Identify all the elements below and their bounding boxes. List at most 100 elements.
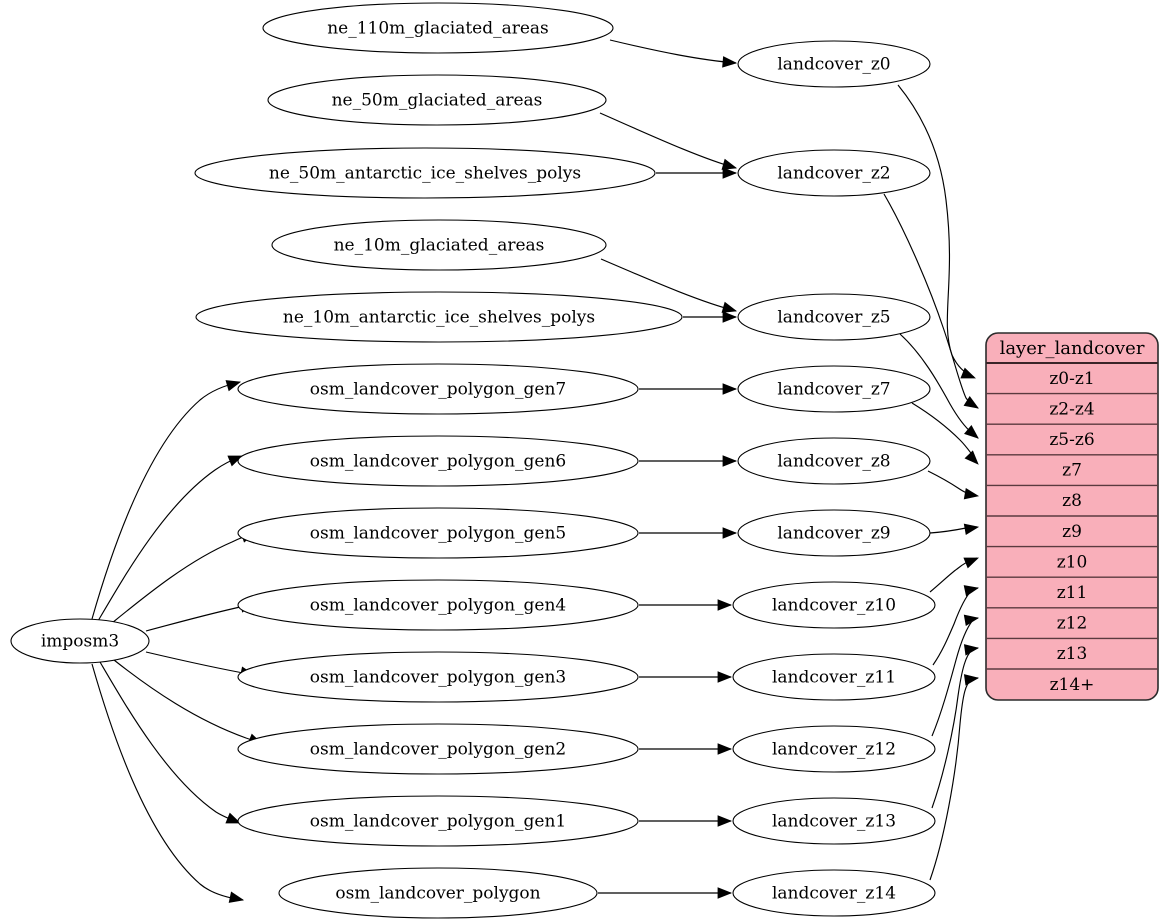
node-landcover_z12[interactable]: landcover_z12 <box>732 725 936 773</box>
node-label-landcover_z0: landcover_z0 <box>777 55 890 75</box>
layer-table-row-label-row-z9: z9 <box>1062 522 1082 542</box>
node-landcover_z0[interactable]: landcover_z0 <box>737 40 931 88</box>
node-osm_landcover_polygon_gen4[interactable]: osm_landcover_polygon_gen4 <box>237 579 639 631</box>
arrowhead-icon <box>964 424 979 439</box>
layer-table-row-z13[interactable]: z13 <box>986 637 1158 669</box>
layer-table-row-z11[interactable]: z11 <box>986 576 1158 608</box>
node-shape-landcover_z12 <box>732 725 936 773</box>
arrowhead-icon <box>717 815 733 827</box>
node-label-landcover_z13: landcover_z13 <box>772 812 896 832</box>
layer-table-row-label-row-z14-plus: z14+ <box>1050 675 1095 695</box>
layer-table-row-label-row-z7: z7 <box>1062 461 1082 481</box>
node-landcover_z10[interactable]: landcover_z10 <box>732 581 936 629</box>
edge-landcover_z11-to-row-z11 <box>932 587 979 666</box>
node-ne_110m_glaciated_areas[interactable]: ne_110m_glaciated_areas <box>262 2 614 54</box>
node-shape-ne_50m_glaciated_areas <box>267 74 607 126</box>
layer-table-row-z9[interactable]: z9 <box>986 515 1158 547</box>
node-label-osm_landcover_polygon_gen5: osm_landcover_polygon_gen5 <box>310 524 566 544</box>
arrowhead-triangle <box>722 455 738 467</box>
edge-imposm3-to-osm_landcover_polygon_gen1 <box>99 661 241 824</box>
arrowhead-triangle <box>963 557 979 569</box>
node-ne_50m_glaciated_areas[interactable]: ne_50m_glaciated_areas <box>267 74 607 126</box>
node-landcover_z14[interactable]: landcover_z14 <box>732 869 936 917</box>
node-landcover_z8[interactable]: landcover_z8 <box>737 437 931 485</box>
layer-table-row-z14-plus[interactable]: z14+ <box>986 668 1158 700</box>
edge-landcover_z14-to-row-z14-plus <box>929 677 979 881</box>
arrowhead-icon <box>722 455 738 467</box>
layer-table-row-z7[interactable]: z7 <box>986 454 1158 486</box>
arrowhead-icon <box>722 383 738 395</box>
node-ne_10m_glaciated_areas[interactable]: ne_10m_glaciated_areas <box>271 219 607 271</box>
layer-landcover-table[interactable]: layer_landcoverz0-z1z2-z4z5-z6z7z8z9z10z… <box>985 332 1159 701</box>
layer-table-row-z12[interactable]: z12 <box>986 607 1158 639</box>
node-ne_50m_antarctic_ice_shelves_polys[interactable]: ne_50m_antarctic_ice_shelves_polys <box>194 147 656 199</box>
node-shape-ne_50m_antarctic_ice_shelves_polys <box>194 147 656 199</box>
layer-table-row-z5-z6[interactable]: z5-z6 <box>986 423 1158 455</box>
node-osm_landcover_polygon_gen7[interactable]: osm_landcover_polygon_gen7 <box>237 363 639 415</box>
node-label-ne_110m_glaciated_areas: ne_110m_glaciated_areas <box>327 19 549 39</box>
node-shape-osm_landcover_polygon_gen4 <box>237 579 639 631</box>
layer-table-row-z0-z1[interactable]: z0-z1 <box>986 363 1158 394</box>
node-label-landcover_z7: landcover_z7 <box>777 380 890 400</box>
arrowhead-icon <box>963 614 980 627</box>
arrowhead-triangle <box>963 395 979 409</box>
node-label-ne_10m_antarctic_ice_shelves_polys: ne_10m_antarctic_ice_shelves_polys <box>283 308 595 328</box>
arrowhead-icon <box>963 585 980 597</box>
node-landcover_z2[interactable]: landcover_z2 <box>737 149 931 197</box>
arrowhead-triangle <box>721 158 738 170</box>
arrowhead-icon <box>717 887 733 899</box>
node-label-ne_10m_glaciated_areas: ne_10m_glaciated_areas <box>334 236 545 256</box>
node-osm_landcover_polygon_gen5[interactable]: osm_landcover_polygon_gen5 <box>237 507 639 559</box>
edge-imposm3-to-osm_landcover_polygon <box>91 663 244 901</box>
node-shape-imposm3 <box>10 618 150 664</box>
arrowhead-icon <box>963 395 979 409</box>
arrowheads-layer <box>225 56 980 903</box>
node-osm_landcover_polygon_gen6[interactable]: osm_landcover_polygon_gen6 <box>237 435 639 487</box>
layer-table-row-z8[interactable]: z8 <box>986 484 1158 516</box>
node-osm_landcover_polygon_gen1[interactable]: osm_landcover_polygon_gen1 <box>237 795 639 847</box>
node-landcover_z9[interactable]: landcover_z9 <box>737 509 931 557</box>
arrowhead-triangle <box>717 743 733 755</box>
node-label-ne_50m_antarctic_ice_shelves_polys: ne_50m_antarctic_ice_shelves_polys <box>269 164 581 184</box>
arrowhead-icon <box>717 743 733 755</box>
arrowhead-icon <box>721 158 738 170</box>
layer-table-row-z10[interactable]: z10 <box>986 545 1158 578</box>
arrowhead-icon <box>963 674 980 686</box>
node-label-imposm3: imposm3 <box>41 632 119 652</box>
layer-table-row-z2-z4[interactable]: z2-z4 <box>986 392 1158 425</box>
layer-table-row-label-row-z8: z8 <box>1062 491 1082 511</box>
node-shape-osm_landcover_polygon_gen6 <box>237 435 639 487</box>
arrowhead-triangle <box>225 380 242 392</box>
node-osm_landcover_polygon_gen2[interactable]: osm_landcover_polygon_gen2 <box>237 723 639 775</box>
node-label-osm_landcover_polygon_gen1: osm_landcover_polygon_gen1 <box>310 812 566 832</box>
node-label-landcover_z2: landcover_z2 <box>777 164 890 184</box>
node-osm_landcover_polygon[interactable]: osm_landcover_polygon <box>278 867 598 919</box>
node-shape-ne_10m_antarctic_ice_shelves_polys <box>195 291 683 343</box>
node-label-osm_landcover_polygon_gen3: osm_landcover_polygon_gen3 <box>310 668 566 688</box>
node-label-osm_landcover_polygon_gen6: osm_landcover_polygon_gen6 <box>310 452 566 472</box>
node-landcover_z11[interactable]: landcover_z11 <box>732 653 936 701</box>
nodes-layer: imposm3 ne_110m_glaciated_areas ne_50m_gla… <box>10 2 936 919</box>
node-label-landcover_z10: landcover_z10 <box>772 596 896 616</box>
node-label-ne_50m_glaciated_areas: ne_50m_glaciated_areas <box>332 91 543 111</box>
node-imposm3[interactable]: imposm3 <box>10 618 150 664</box>
node-shape-ne_110m_glaciated_areas <box>262 2 614 54</box>
node-landcover_z5[interactable]: landcover_z5 <box>737 293 931 341</box>
node-label-osm_landcover_polygon: osm_landcover_polygon <box>335 884 540 904</box>
node-osm_landcover_polygon_gen3[interactable]: osm_landcover_polygon_gen3 <box>237 651 639 703</box>
node-landcover_z7[interactable]: landcover_z7 <box>737 365 931 413</box>
arrowhead-icon <box>225 380 242 392</box>
edge-imposm3-to-osm_landcover_polygon_gen6 <box>97 455 243 622</box>
arrowhead-triangle <box>964 450 979 465</box>
arrowhead-icon <box>717 599 733 611</box>
arrowhead-icon <box>963 557 979 569</box>
node-label-landcover_z9: landcover_z9 <box>777 524 890 544</box>
arrowhead-triangle <box>964 424 979 439</box>
edge-ne_50m_glaciated_areas-to-landcover_z2 <box>599 112 737 169</box>
node-shape-landcover_z13 <box>732 797 936 845</box>
node-shape-landcover_z8 <box>737 437 931 485</box>
node-shape-landcover_z5 <box>737 293 931 341</box>
node-ne_10m_antarctic_ice_shelves_polys[interactable]: ne_10m_antarctic_ice_shelves_polys <box>195 291 683 343</box>
node-landcover_z13[interactable]: landcover_z13 <box>732 797 936 845</box>
